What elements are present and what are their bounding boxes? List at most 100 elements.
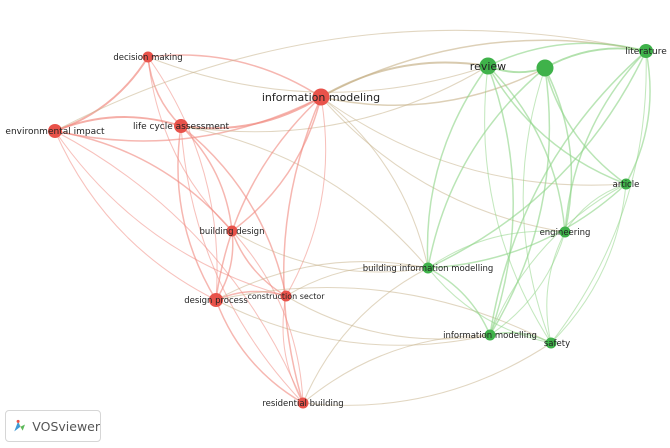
network-link: [147, 56, 218, 301]
network-link: [180, 125, 233, 232]
network-link: [54, 130, 287, 297]
network-link: [147, 56, 233, 232]
network-links: [54, 29, 651, 406]
network-link: [427, 230, 566, 269]
network-link: [180, 125, 429, 269]
network-link: [487, 65, 566, 233]
network-link: [54, 96, 322, 142]
vosviewer-logo-icon: [14, 419, 25, 432]
network-link: [54, 130, 233, 232]
network-link: [625, 50, 651, 185]
node-safety[interactable]: [545, 337, 557, 349]
node-article[interactable]: [620, 178, 632, 190]
network-link: [231, 230, 304, 404]
network-link: [147, 54, 322, 98]
node-label-building-information-modelling[interactable]: building information modelling: [363, 264, 493, 274]
network-link: [320, 96, 627, 186]
network-link: [522, 67, 552, 344]
network-link: [231, 230, 287, 297]
network-labels: decision making information modeling envir…: [5, 47, 667, 409]
network-link: [180, 65, 489, 133]
node-decision-making[interactable]: [142, 51, 154, 63]
network-link: [215, 96, 322, 301]
node-label-literature[interactable]: literature: [625, 47, 667, 57]
node-environmental-impact[interactable]: [48, 124, 62, 138]
network-link: [426, 65, 489, 269]
network-link: [487, 42, 647, 67]
network-link: [180, 96, 322, 130]
node-engineering[interactable]: [559, 226, 571, 238]
network-link: [487, 65, 514, 336]
network-link: [544, 47, 647, 69]
network-link: [489, 50, 647, 336]
node-building-information-modelling[interactable]: [422, 262, 434, 274]
network-link: [285, 96, 327, 297]
network-link: [544, 67, 627, 185]
network-link: [302, 334, 491, 404]
network-link: [231, 230, 429, 273]
network-link: [215, 299, 304, 404]
network-link: [550, 183, 627, 344]
network-link: [285, 295, 491, 340]
node-label-information-modeling[interactable]: information modeling: [262, 91, 380, 104]
vosviewer-label: VOSviewer: [32, 418, 100, 434]
network-link: [302, 342, 552, 406]
node-label-safety[interactable]: safety: [544, 339, 570, 349]
network-link: [282, 295, 304, 404]
node-unlabeled-green[interactable]: [536, 59, 554, 77]
node-label-information-modelling[interactable]: information modelling: [443, 331, 537, 341]
network-link: [489, 332, 552, 344]
network-link: [320, 96, 429, 269]
network-link: [177, 125, 217, 301]
network-link: [54, 116, 182, 132]
network-link: [180, 125, 287, 297]
network-link: [180, 125, 304, 404]
node-label-environmental-impact[interactable]: environmental impact: [5, 127, 105, 137]
node-label-building-design[interactable]: building design: [200, 227, 265, 237]
network-link: [564, 50, 647, 233]
network-link: [427, 50, 647, 269]
node-label-design-process[interactable]: design process: [184, 296, 248, 306]
node-label-review[interactable]: review: [470, 60, 506, 73]
node-construction-sector[interactable]: [280, 290, 292, 302]
network-link: [427, 183, 627, 269]
node-information-modelling[interactable]: [484, 329, 496, 341]
network-link: [302, 267, 429, 404]
node-label-residential-building[interactable]: residential building: [262, 399, 343, 409]
network-link: [215, 230, 234, 301]
node-label-engineering[interactable]: engineering: [540, 228, 591, 238]
network-link: [283, 96, 322, 404]
network-link: [427, 267, 552, 344]
network-link: [320, 96, 566, 233]
network-link: [546, 231, 566, 344]
node-literature[interactable]: [639, 44, 653, 58]
node-life-cycle-assessment[interactable]: [174, 119, 188, 133]
network-link: [550, 50, 647, 344]
node-label-article[interactable]: article: [613, 180, 640, 190]
network-link: [54, 130, 304, 404]
node-label-life-cycle-assessment[interactable]: life cycle assessment: [133, 122, 230, 132]
node-residential-building[interactable]: [297, 397, 309, 409]
node-building-design[interactable]: [226, 225, 238, 237]
node-review[interactable]: [479, 57, 497, 75]
network-link: [484, 65, 552, 344]
network-link: [54, 29, 647, 132]
network-link: [54, 130, 217, 301]
node-label-construction-sector[interactable]: construction sector: [247, 292, 325, 301]
network-link: [231, 96, 322, 232]
node-information-modeling[interactable]: [312, 88, 330, 106]
network-link: [215, 286, 552, 344]
node-label-decision-making[interactable]: decision making: [113, 53, 182, 63]
network-link: [489, 67, 551, 336]
vosviewer-badge[interactable]: VOSviewer: [5, 410, 101, 442]
network-link: [215, 261, 429, 301]
node-design-process[interactable]: [209, 293, 223, 307]
network-link: [544, 67, 573, 233]
network-link: [427, 267, 491, 336]
network-link: [427, 67, 546, 269]
network-link: [487, 65, 627, 185]
network-link: [285, 264, 429, 297]
network-link: [215, 299, 491, 346]
